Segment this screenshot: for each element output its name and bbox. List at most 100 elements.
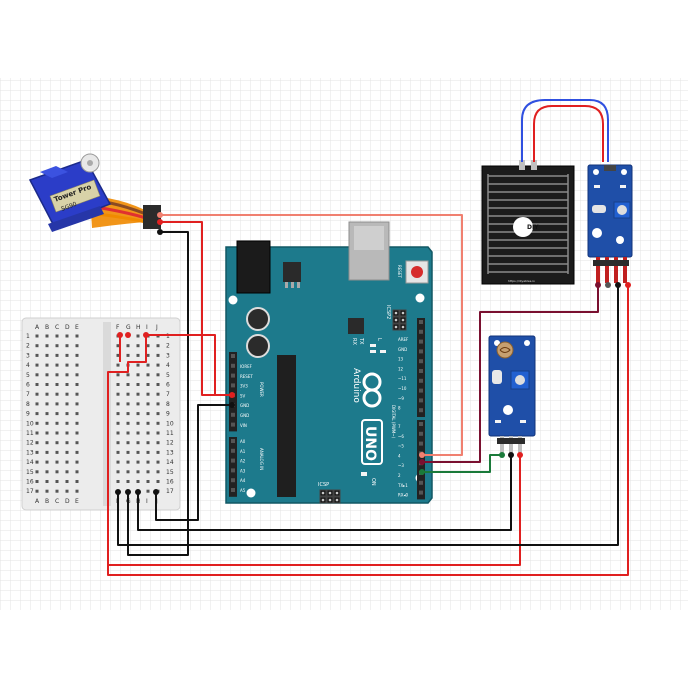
- power-header-pin[interactable]: [231, 363, 235, 368]
- breadboard-hole[interactable]: [75, 431, 79, 435]
- breadboard-hole[interactable]: [136, 441, 140, 445]
- breadboard-hole[interactable]: [136, 431, 140, 435]
- breadboard-hole[interactable]: [136, 412, 140, 416]
- analog-header-pin[interactable]: [231, 478, 235, 483]
- breadboard-hole[interactable]: [156, 421, 160, 425]
- breadboard-hole[interactable]: [126, 480, 130, 483]
- breadboard-hole[interactable]: [45, 450, 49, 454]
- breadboard-hole[interactable]: [136, 344, 140, 348]
- breadboard-hole[interactable]: [126, 441, 130, 445]
- breadboard-hole[interactable]: [75, 460, 79, 464]
- breadboard-hole[interactable]: [146, 470, 150, 474]
- breadboard-hole[interactable]: [45, 412, 49, 416]
- breadboard-hole[interactable]: [75, 489, 79, 493]
- power-header-pin[interactable]: [231, 422, 235, 427]
- breadboard-hole[interactable]: [126, 460, 130, 464]
- breadboard-hole[interactable]: [55, 344, 59, 348]
- digital-header-pin[interactable]: [419, 349, 423, 354]
- digital-header-pin[interactable]: [419, 431, 423, 436]
- breadboard-hole[interactable]: [156, 353, 160, 357]
- breadboard-hole[interactable]: [45, 402, 49, 406]
- breadboard-hole[interactable]: [65, 480, 69, 483]
- breadboard-hole[interactable]: [35, 441, 39, 445]
- digital-header-pin[interactable]: [419, 441, 423, 446]
- digital-header-pin[interactable]: [419, 329, 423, 334]
- breadboard-hole[interactable]: [35, 450, 39, 454]
- breadboard-hole[interactable]: [75, 412, 79, 416]
- breadboard-hole[interactable]: [45, 353, 49, 357]
- breadboard-hole[interactable]: [126, 383, 130, 386]
- breadboard-hole[interactable]: [65, 460, 69, 464]
- breadboard-hole[interactable]: [65, 489, 69, 493]
- breadboard-hole[interactable]: [116, 353, 120, 357]
- breadboard-hole[interactable]: [116, 480, 120, 483]
- breadboard-hole[interactable]: [45, 334, 49, 338]
- breadboard-hole[interactable]: [35, 383, 39, 386]
- digital-header-pin[interactable]: [419, 388, 423, 393]
- breadboard-hole[interactable]: [35, 421, 39, 425]
- breadboard-hole[interactable]: [136, 392, 140, 396]
- breadboard-hole[interactable]: [146, 480, 150, 483]
- breadboard-hole[interactable]: [146, 431, 150, 435]
- breadboard-hole[interactable]: [116, 450, 120, 454]
- breadboard-hole[interactable]: [55, 383, 59, 386]
- breadboard-hole[interactable]: [45, 344, 49, 348]
- digital-header-pin[interactable]: [419, 320, 423, 324]
- breadboard-hole[interactable]: [65, 334, 69, 338]
- breadboard-hole[interactable]: [45, 460, 49, 464]
- breadboard-hole[interactable]: [55, 412, 59, 416]
- breadboard-hole[interactable]: [116, 441, 120, 445]
- breadboard-hole[interactable]: [35, 470, 39, 474]
- breadboard-hole[interactable]: [75, 470, 79, 474]
- breadboard-hole[interactable]: [55, 353, 59, 357]
- breadboard-hole[interactable]: [146, 392, 150, 396]
- breadboard-hole[interactable]: [126, 402, 130, 406]
- breadboard-hole[interactable]: [156, 431, 160, 435]
- breadboard-hole[interactable]: [136, 334, 140, 338]
- breadboard-hole[interactable]: [65, 431, 69, 435]
- breadboard-hole[interactable]: [146, 353, 150, 357]
- breadboard-hole[interactable]: [55, 470, 59, 474]
- breadboard-hole[interactable]: [75, 353, 79, 357]
- breadboard-hole[interactable]: [146, 402, 150, 406]
- power-header-pin[interactable]: [231, 412, 235, 417]
- breadboard-hole[interactable]: [65, 412, 69, 416]
- breadboard-hole[interactable]: [75, 392, 79, 396]
- breadboard-hole[interactable]: [75, 363, 79, 367]
- breadboard-hole[interactable]: [146, 412, 150, 416]
- breadboard-hole[interactable]: [116, 363, 120, 367]
- breadboard-hole[interactable]: [116, 470, 120, 474]
- breadboard-hole[interactable]: [45, 421, 49, 425]
- breadboard-hole[interactable]: [55, 431, 59, 435]
- breadboard-hole[interactable]: [156, 363, 160, 367]
- breadboard-hole[interactable]: [136, 373, 140, 377]
- breadboard-hole[interactable]: [136, 460, 140, 464]
- breadboard-hole[interactable]: [45, 441, 49, 445]
- breadboard-hole[interactable]: [35, 489, 39, 493]
- breadboard-hole[interactable]: [75, 402, 79, 406]
- breadboard-hole[interactable]: [35, 460, 39, 464]
- digital-header-pin[interactable]: [419, 378, 423, 383]
- breadboard-hole[interactable]: [35, 431, 39, 435]
- breadboard-hole[interactable]: [116, 383, 120, 386]
- breadboard-hole[interactable]: [136, 363, 140, 367]
- breadboard-hole[interactable]: [136, 421, 140, 425]
- breadboard-hole[interactable]: [75, 421, 79, 425]
- breadboard-hole[interactable]: [146, 383, 150, 386]
- analog-header-pin[interactable]: [231, 439, 235, 443]
- breadboard-hole[interactable]: [65, 441, 69, 445]
- breadboard-hole[interactable]: [75, 450, 79, 454]
- breadboard-hole[interactable]: [65, 363, 69, 367]
- digital-header-pin[interactable]: [419, 359, 423, 364]
- breadboard-hole[interactable]: [65, 392, 69, 396]
- breadboard-hole[interactable]: [55, 373, 59, 377]
- digital-header-pin[interactable]: [419, 480, 423, 485]
- breadboard-hole[interactable]: [35, 480, 39, 483]
- power-header-pin[interactable]: [231, 354, 235, 358]
- breadboard-hole[interactable]: [156, 450, 160, 454]
- breadboard-hole[interactable]: [156, 344, 160, 348]
- breadboard-hole[interactable]: [126, 470, 130, 474]
- analog-header-pin[interactable]: [231, 488, 235, 492]
- breadboard-hole[interactable]: [65, 383, 69, 386]
- breadboard-hole[interactable]: [35, 392, 39, 396]
